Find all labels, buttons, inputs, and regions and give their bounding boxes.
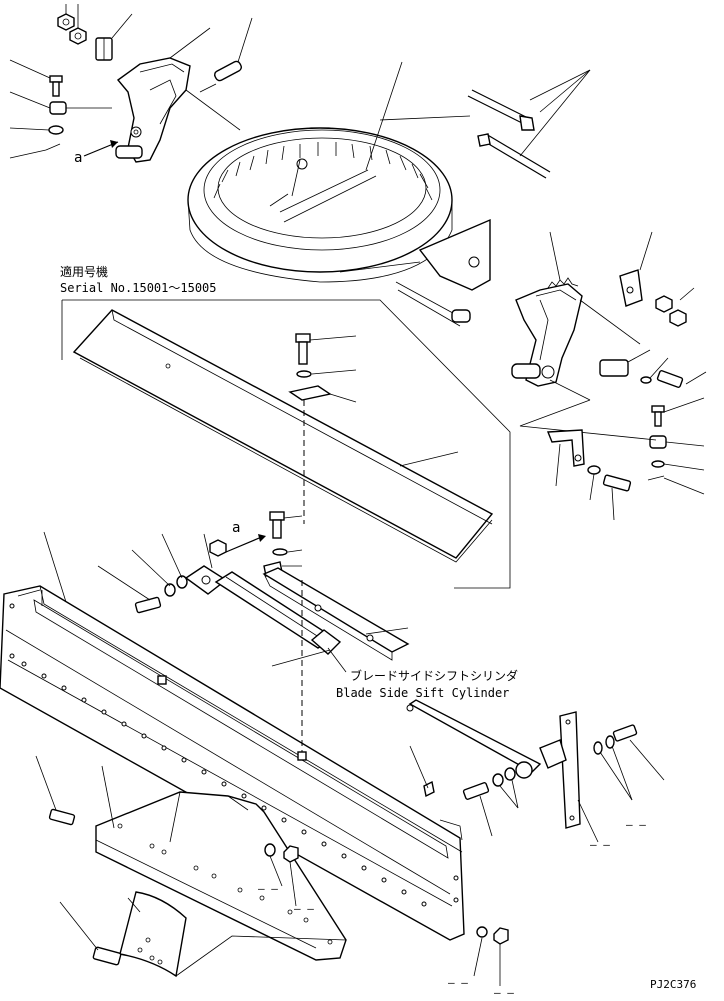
serial-range-label: Serial No.15001～15005 — [60, 281, 217, 295]
end-bit-plate — [95, 791, 347, 961]
edge-plate — [288, 385, 357, 403]
qty-mark-4: ‒ ‒ — [494, 986, 514, 996]
blade-holes — [9, 603, 459, 907]
left-spacer — [9, 91, 112, 115]
long-bolts — [379, 69, 591, 179]
right-washer — [651, 460, 705, 471]
blade-leader — [43, 531, 67, 603]
side-shift-cylinder — [184, 565, 342, 667]
blade-stud — [409, 745, 435, 798]
serial-bracket-box — [61, 299, 511, 589]
blade-lug-center — [297, 751, 307, 761]
mid-bolt — [269, 511, 303, 539]
cylinder-name-jp: ブレードサイドシフトシリンダ — [350, 668, 518, 683]
lower-right-washer-nut — [473, 926, 509, 986]
corner-bit — [119, 891, 347, 978]
blade-moldboard — [0, 585, 465, 941]
right-washer-bolt — [640, 357, 707, 388]
stopper-block-top — [95, 13, 133, 61]
cylinder-left-hardware — [97, 533, 227, 614]
arrow-head-mid — [258, 534, 266, 542]
corner-bit-bolt — [59, 901, 122, 966]
qty-mark-1: ‒ ‒ — [258, 882, 278, 895]
circle-side-shaft — [395, 281, 471, 327]
right-spacer — [649, 435, 705, 449]
reference-arrow-mid — [225, 535, 265, 553]
right-bolt-vertical — [651, 397, 705, 427]
serial-applicable-jp: 適用号機 — [60, 264, 108, 279]
end-bit-washer-nut — [264, 843, 299, 907]
rod-end-bracket — [539, 711, 599, 843]
right-stopper-block — [599, 349, 651, 377]
right-pin-clip — [647, 475, 705, 495]
rod-pin-washer-bolt — [462, 767, 519, 837]
right-block — [619, 231, 653, 307]
qty-mark-3: ‒ ‒ — [448, 976, 468, 989]
drawing-code: PJ2C376 — [650, 978, 696, 991]
cylinder-label-leader — [327, 647, 347, 673]
circle-turntable — [187, 127, 491, 291]
right-nuts — [655, 287, 695, 327]
left-pivot-bracket — [115, 27, 241, 163]
angle-plate-washer-bolt — [587, 465, 632, 521]
left-washer — [9, 125, 64, 135]
cylinder-rod — [406, 699, 542, 779]
pin-top — [199, 17, 253, 93]
end-bit-leader — [101, 765, 115, 829]
qty-mark-5: ‒ ‒ — [590, 838, 610, 851]
reference-letter-a-top: a — [74, 150, 82, 166]
qty-mark-6: ‒ ‒ — [626, 818, 646, 831]
blade-lug-left — [157, 675, 167, 685]
angle-plate — [546, 429, 585, 487]
nut-top-left — [57, 4, 87, 45]
right-group-leader — [519, 399, 657, 441]
cylinder-name-en: Blade Side Sift Cylinder — [336, 686, 509, 700]
rod-end-washers-bolt — [593, 724, 665, 801]
circle-inner-drawbar — [269, 61, 403, 223]
reference-letter-a-mid: a — [232, 520, 240, 536]
right-pivot-bracket — [511, 231, 641, 401]
left-bolt — [9, 59, 63, 97]
arrow-head-top — [110, 140, 118, 148]
left-pin-clip — [9, 143, 61, 159]
circle-gear-teeth — [213, 142, 433, 201]
edge-washer — [296, 369, 357, 378]
shift-bar — [262, 567, 410, 661]
cutting-edge-part — [72, 309, 494, 563]
edge-bolt — [295, 333, 357, 365]
qty-mark-2: ‒ ‒ — [294, 902, 314, 915]
lower-left-bolt — [35, 755, 76, 826]
